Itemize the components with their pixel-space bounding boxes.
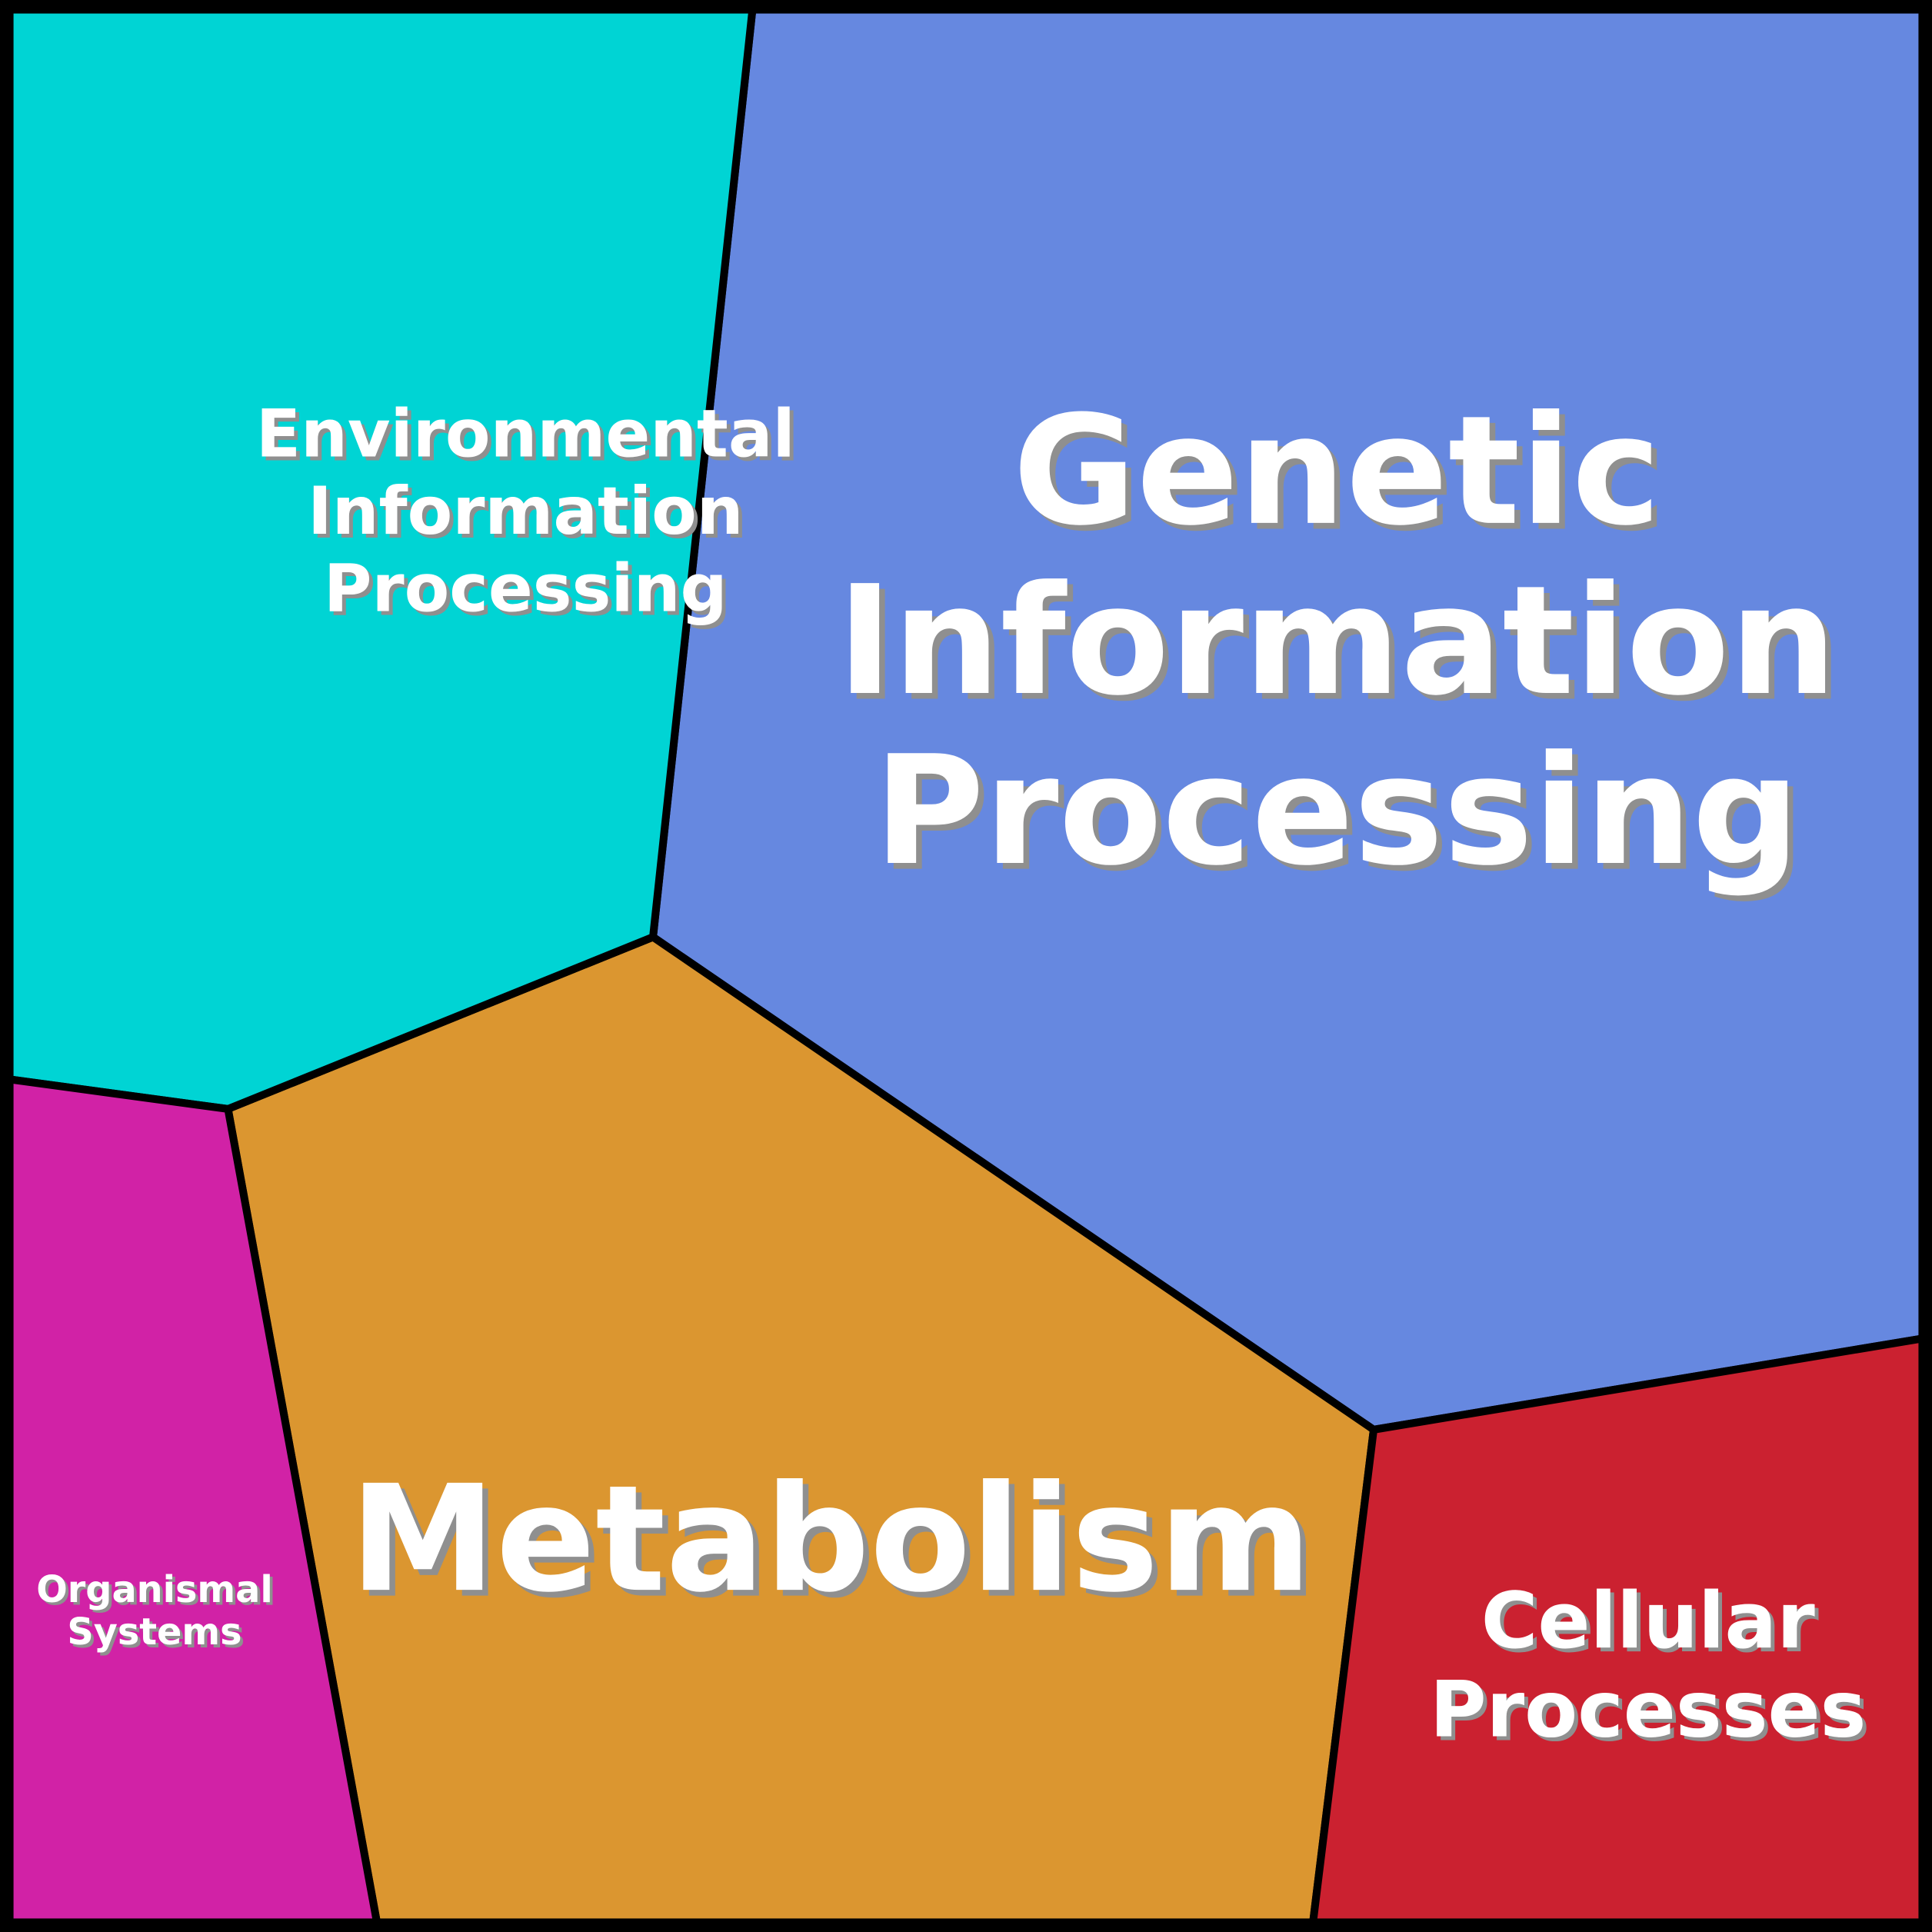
region-label-environmental-information-processing: EnvironmentalEnvironmentalInformationInf… bbox=[256, 397, 799, 631]
label-text-organismal-systems-line-0: Organismal bbox=[36, 1569, 272, 1611]
label-shadow-metabolism-line-0: Metabolism bbox=[355, 1461, 1317, 1631]
region-environmental-information-processing bbox=[0, 0, 758, 1113]
label-text-environmental-information-processing-line-0: Environmental bbox=[256, 397, 795, 473]
label-shadow-cellular-processes-line-0: Cellular bbox=[1485, 1580, 1820, 1670]
label-shadow-environmental-information-processing-line-1: Information bbox=[311, 478, 748, 554]
label-text-genetic-information-processing-line-2: Processing bbox=[874, 724, 1800, 899]
label-text-environmental-information-processing-line-2: Processing bbox=[324, 551, 728, 628]
label-text-organismal-systems-line-1: Systems bbox=[67, 1611, 242, 1654]
label-shadow-genetic-information-processing-line-1: Information bbox=[843, 560, 1843, 735]
label-text-genetic-information-processing-line-0: Genetic bbox=[1013, 384, 1661, 559]
label-shadow-environmental-information-processing-line-0: Environmental bbox=[260, 401, 799, 477]
label-text-cellular-processes-line-1: Processes bbox=[1430, 1665, 1866, 1755]
region-cellular-processes bbox=[1307, 1333, 1932, 1932]
label-shadow-environmental-information-processing-line-2: Processing bbox=[328, 555, 731, 631]
label-shadow-organismal-systems-line-1: Systems bbox=[70, 1614, 245, 1657]
label-shadow-genetic-information-processing-line-2: Processing bbox=[880, 730, 1806, 905]
label-text-environmental-information-processing-line-1: Information bbox=[308, 474, 744, 550]
label-text-cellular-processes-line-0: Cellular bbox=[1481, 1576, 1816, 1666]
label-shadow-organismal-systems-line-0: Organismal bbox=[39, 1572, 275, 1614]
label-text-genetic-information-processing-line-1: Information bbox=[837, 554, 1837, 729]
label-shadow-genetic-information-processing-line-0: Genetic bbox=[1018, 389, 1667, 565]
label-shadow-cellular-processes-line-1: Processes bbox=[1434, 1669, 1870, 1759]
region-organismal-systems bbox=[0, 1074, 383, 1932]
label-text-metabolism-line-0: Metabolism bbox=[350, 1454, 1312, 1625]
region-label-genetic-information-processing: GeneticGeneticInformationInformationProc… bbox=[837, 384, 1843, 905]
